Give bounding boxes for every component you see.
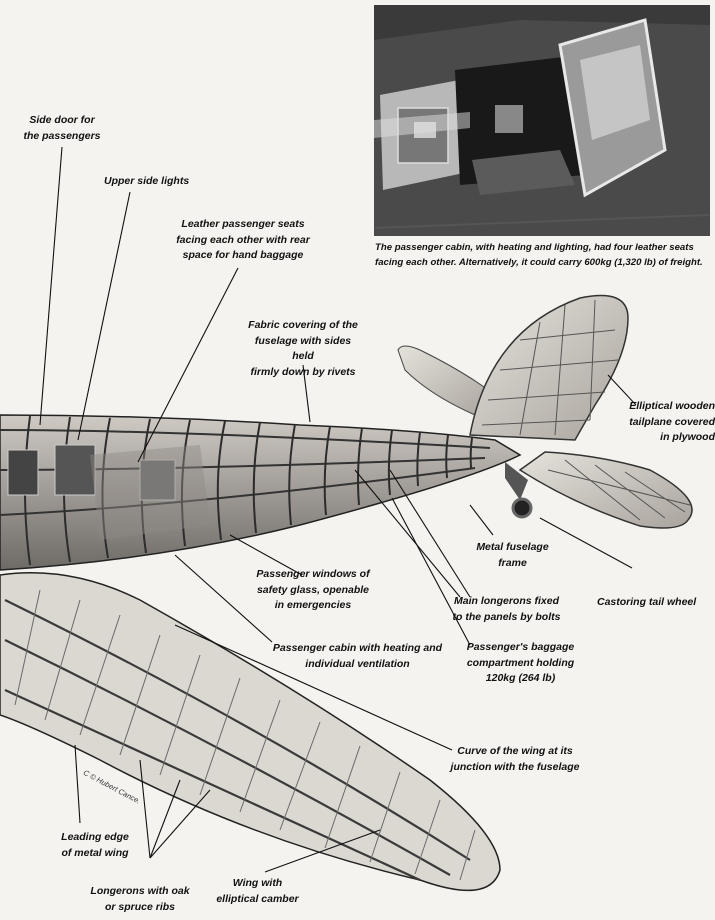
- label-leather-seats: Leather passenger seats facing each othe…: [176, 218, 310, 261]
- label-wing-curve: Curve of the wing at its junction with t…: [450, 745, 580, 773]
- fuselage: [0, 414, 533, 571]
- label-cabin-heating: Passenger cabin with heating and individ…: [272, 642, 443, 670]
- label-main-longerons: Main longerons fixed to the panels by bo…: [452, 595, 561, 623]
- label-upper-side-lights: Upper side lights: [104, 175, 190, 187]
- label-baggage: Passenger's baggage compartment holding …: [466, 641, 575, 684]
- label-side-door: Side door for the passengers: [23, 114, 101, 142]
- label-longerons-ribs: Longerons with oak or spruce ribs: [90, 885, 190, 913]
- label-castoring-wheel: Castoring tail wheel: [597, 596, 697, 608]
- label-leading-edge: Leading edge of metal wing: [61, 831, 129, 859]
- label-elliptical-camber: Wing with elliptical camber: [216, 877, 299, 905]
- leader-lines: [39, 146, 637, 873]
- label-windows: Passenger windows of safety glass, opena…: [256, 568, 370, 611]
- cabin-photo: [374, 5, 710, 236]
- label-tailplane: Elliptical wooden tailplane covered in p…: [629, 400, 715, 443]
- label-metal-frame: Metal fuselage frame: [476, 541, 549, 569]
- label-fabric-covering: Fabric covering of the fuselage with sid…: [248, 319, 358, 378]
- photo-caption: The passenger cabin, with heating and li…: [375, 242, 703, 268]
- tailplane: [397, 294, 693, 529]
- wing: [0, 572, 501, 892]
